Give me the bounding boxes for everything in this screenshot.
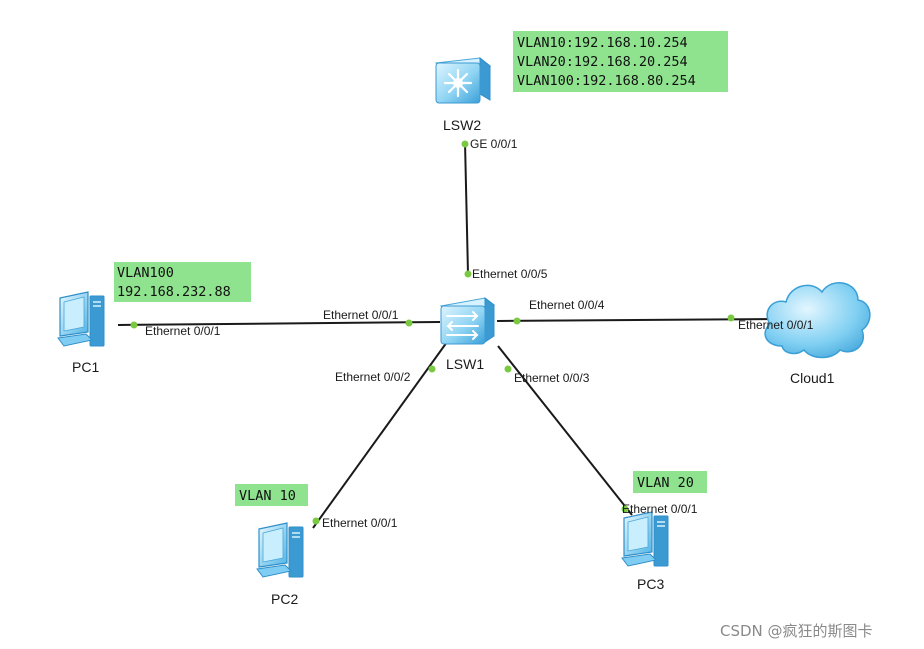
port-label-pc3-e001: Ethernet 0/0/1 <box>622 502 698 516</box>
port-dot-lsw2-ge001[interactable] <box>461 140 469 148</box>
link-lsw1-pc2[interactable] <box>312 341 448 529</box>
link-lsw1-cloud1[interactable] <box>496 318 783 322</box>
node-pc1[interactable]: PC1 <box>57 291 105 375</box>
pc-icon <box>621 511 669 567</box>
node-pc3[interactable]: PC3 <box>621 511 669 592</box>
link-pc1-lsw1[interactable] <box>117 321 441 326</box>
port-label-pc2-e001: Ethernet 0/0/1 <box>322 516 398 530</box>
port-label-lsw1-e004: Ethernet 0/0/4 <box>529 298 605 312</box>
cloud-icon <box>764 282 871 359</box>
port-label-lsw2-ge001: GE 0/0/1 <box>470 137 518 151</box>
watermark: CSDN @疯狂的斯图卡 <box>720 622 873 640</box>
port-dot-lsw1-e001[interactable] <box>405 319 413 327</box>
note-lsw2-line-2: VLAN20:192.168.20.254 <box>517 54 688 70</box>
lsw2-label: LSW2 <box>443 117 481 133</box>
note-pc1-line-2: 192.168.232.88 <box>117 284 231 300</box>
pc-icon <box>256 522 304 578</box>
port-label-lsw1-e002: Ethernet 0/0/2 <box>335 370 411 384</box>
port-label-lsw1-e003: Ethernet 0/0/3 <box>514 371 590 385</box>
note-lsw2-line-3: VLAN100:192.168.80.254 <box>517 73 696 89</box>
port-label-pc1-e001: Ethernet 0/0/1 <box>145 324 221 338</box>
node-cloud1[interactable]: Cloud1 <box>764 282 871 386</box>
node-pc2[interactable]: PC2 <box>256 522 304 607</box>
port-dot-lsw1-e004[interactable] <box>513 317 521 325</box>
note-pc2[interactable]: VLAN 10 <box>235 484 308 506</box>
l3-switch-icon <box>434 56 492 104</box>
pc3-label: PC3 <box>637 576 664 592</box>
pc2-label: PC2 <box>271 591 298 607</box>
note-pc1[interactable]: VLAN100 192.168.232.88 <box>114 262 251 302</box>
note-pc1-line-1: VLAN100 <box>117 265 174 281</box>
port-dot-pc1-e001[interactable] <box>130 321 138 329</box>
link-lsw2-lsw1[interactable] <box>464 141 469 275</box>
port-dot-cloud1-e001[interactable] <box>727 314 735 322</box>
port-dot-pc2-e001[interactable] <box>312 517 320 525</box>
node-lsw2[interactable]: LSW2 <box>434 56 492 133</box>
port-dot-lsw1-e005[interactable] <box>464 270 472 278</box>
note-pc2-line-1: VLAN 10 <box>239 488 296 504</box>
port-label-lsw1-e001: Ethernet 0/0/1 <box>323 308 399 322</box>
pc-icon <box>57 291 105 347</box>
lsw1-label: LSW1 <box>446 356 484 372</box>
note-lsw2-line-1: VLAN10:192.168.10.254 <box>517 35 688 51</box>
pc1-label: PC1 <box>72 359 99 375</box>
note-pc3[interactable]: VLAN 20 <box>633 471 707 493</box>
port-dot-pc3-e001[interactable] <box>621 505 629 513</box>
cloud1-label: Cloud1 <box>790 370 835 386</box>
port-dot-lsw1-e003[interactable] <box>504 365 512 373</box>
links <box>117 141 783 529</box>
port-dot-lsw1-e002[interactable] <box>428 365 436 373</box>
port-dots <box>130 140 735 525</box>
port-label-cloud1-e001: Ethernet 0/0/1 <box>738 318 814 332</box>
l2-switch-icon <box>439 296 496 345</box>
link-lsw1-pc3[interactable] <box>497 345 633 516</box>
port-label-lsw1-e005: Ethernet 0/0/5 <box>472 267 548 281</box>
node-lsw1[interactable]: LSW1 <box>439 296 496 372</box>
note-pc3-line-1: VLAN 20 <box>637 475 694 491</box>
note-lsw2[interactable]: VLAN10:192.168.10.254 VLAN20:192.168.20.… <box>513 31 728 92</box>
